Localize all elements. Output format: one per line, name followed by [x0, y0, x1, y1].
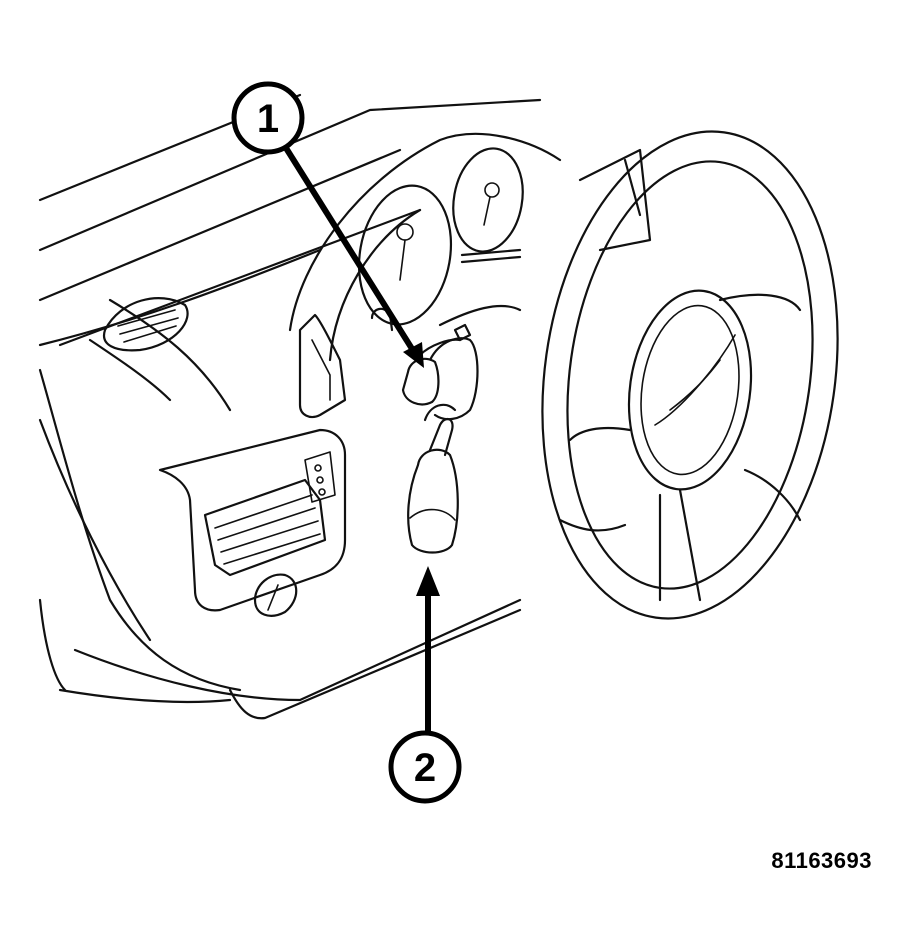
- leader-1: [283, 146, 417, 354]
- leader-lines: [283, 146, 440, 735]
- callout-2: 2: [388, 730, 462, 804]
- switch-2: [407, 448, 459, 554]
- steering-wheel: [541, 130, 839, 620]
- arrowhead-1: [403, 342, 424, 368]
- callout-2-label: 2: [414, 746, 436, 790]
- switch-1: [401, 357, 440, 406]
- steering-column: [401, 304, 522, 554]
- figure-id: 81163693: [771, 848, 872, 873]
- callout-1: 1: [231, 81, 305, 155]
- arrowhead-2: [416, 566, 440, 596]
- center-vent: [158, 428, 347, 617]
- instrument-cluster: [288, 132, 562, 419]
- left-vent: [102, 297, 189, 352]
- callout-1-label: 1: [257, 97, 279, 141]
